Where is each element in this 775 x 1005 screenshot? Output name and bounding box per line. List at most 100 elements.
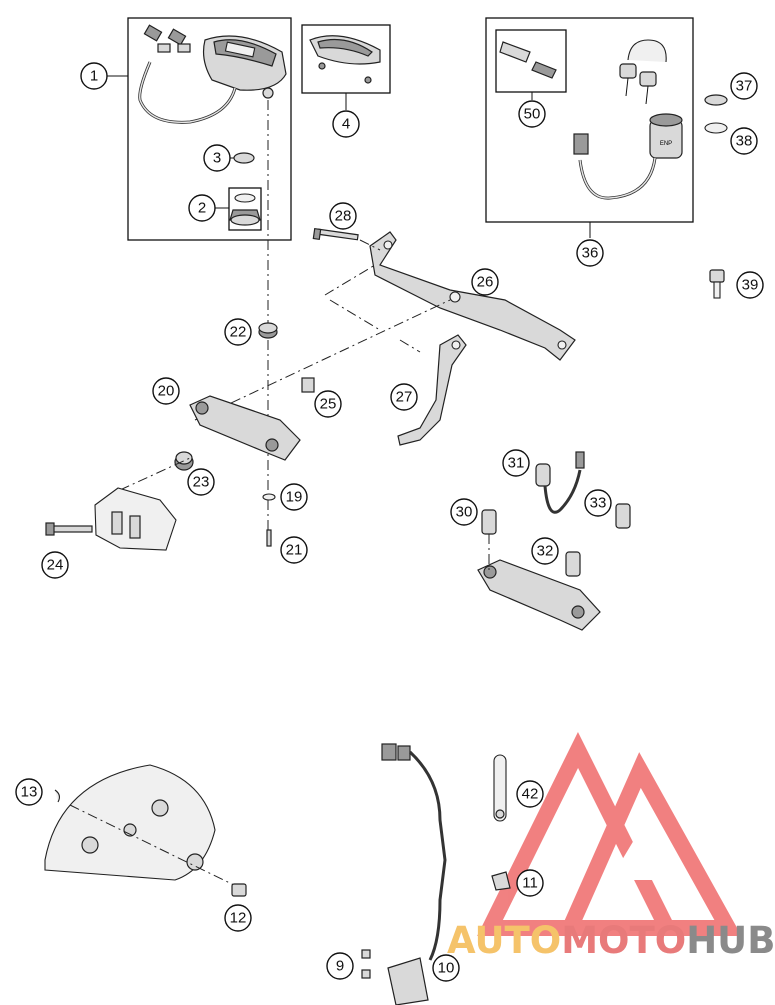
callout-label: 26 <box>477 274 494 291</box>
callout: 13 <box>15 778 43 806</box>
callout-label: 36 <box>582 245 599 262</box>
callout: 50 <box>518 100 546 128</box>
callout: 10 <box>432 954 460 982</box>
indicator-lamp-part[interactable] <box>535 451 585 514</box>
callout: 25 <box>314 390 342 418</box>
holder-plate-part[interactable] <box>189 395 301 461</box>
bolt-24-part[interactable] <box>49 525 93 533</box>
callout: 4 <box>332 110 360 138</box>
ignition-label: ENP <box>660 141 672 147</box>
callout: 37 <box>730 72 758 100</box>
washer-part[interactable] <box>704 122 728 134</box>
callout: 30 <box>450 498 478 526</box>
callout-label: 31 <box>508 455 525 472</box>
side-bracket-part[interactable] <box>397 334 467 446</box>
rubber-bushing-part[interactable] <box>174 451 194 471</box>
callout: 11 <box>516 869 544 897</box>
callout: 26 <box>471 268 499 296</box>
cable-strap-part[interactable] <box>493 754 507 822</box>
cap-part[interactable] <box>233 152 255 164</box>
plug-32-part[interactable] <box>565 551 581 577</box>
callout-label: 2 <box>198 200 206 217</box>
watermark-auto: AUTO <box>447 919 561 962</box>
callout-label: 10 <box>438 960 455 977</box>
screw-9b-part[interactable] <box>361 969 371 979</box>
callout: 21 <box>280 536 308 564</box>
watermark-hub: HUB <box>686 919 775 962</box>
ignition-switch-part[interactable]: ENP <box>573 113 683 200</box>
nut-part[interactable] <box>704 94 728 106</box>
plug-33-part[interactable] <box>615 503 631 529</box>
callout-label: 11 <box>522 875 538 892</box>
callout: 12 <box>224 904 252 932</box>
callout-label: 19 <box>286 489 303 506</box>
main-bracket-part[interactable] <box>369 231 576 361</box>
seal-kit-part[interactable] <box>228 187 262 231</box>
callout-label: 1 <box>90 68 98 85</box>
callout-label: 30 <box>456 504 473 521</box>
callout-label: 32 <box>537 543 554 560</box>
callout: 39 <box>736 271 764 299</box>
holder-plate-32-part[interactable] <box>477 559 601 631</box>
callout: 42 <box>516 780 544 808</box>
ignition-lock-group: ENP <box>485 17 728 299</box>
callout: 36 <box>576 239 604 267</box>
callout-label: 13 <box>21 784 38 801</box>
sensor-bolt-part[interactable] <box>231 883 247 897</box>
callout-label: 28 <box>335 208 352 225</box>
callout-label: 9 <box>336 958 344 975</box>
callout-label: 4 <box>342 116 350 133</box>
spare-key-part[interactable] <box>709 269 725 299</box>
callout: 38 <box>730 127 758 155</box>
watermark-text: AUTOMOTOHUB <box>447 919 775 962</box>
callout: 1 <box>80 62 108 90</box>
callout: 3 <box>203 144 231 172</box>
rubber-grommet-part[interactable] <box>258 322 278 339</box>
speed-sensor-cable-part[interactable] <box>381 743 447 1005</box>
spacer-part[interactable] <box>301 377 315 393</box>
mount-plate-part[interactable] <box>94 487 177 551</box>
plug-30-part[interactable] <box>481 509 497 535</box>
callout: 22 <box>224 318 252 346</box>
callout-label: 24 <box>47 557 64 574</box>
callout-label: 22 <box>230 324 247 341</box>
circlip-part[interactable] <box>54 789 61 803</box>
callout-label: 21 <box>286 542 303 559</box>
callout-label: 3 <box>213 150 221 167</box>
callout: 32 <box>531 537 559 565</box>
callout-label: 33 <box>590 495 607 512</box>
cluster-kit-group <box>107 17 292 540</box>
cable-clip-part[interactable] <box>491 871 511 891</box>
washer-19-part[interactable] <box>262 493 276 501</box>
watermark-moto: MOTO <box>561 919 686 962</box>
callout: 9 <box>326 952 354 980</box>
lock-cylinder-part[interactable] <box>499 41 531 63</box>
callout: 28 <box>329 202 357 230</box>
watermark-logo-icon <box>477 732 742 936</box>
callout-label: 38 <box>736 133 753 150</box>
callout-label: 27 <box>396 389 413 406</box>
callout-label: 39 <box>742 277 759 294</box>
svg-text:AUTOMOTOHUB: AUTOMOTOHUB <box>447 919 775 962</box>
callout: 33 <box>584 489 612 517</box>
callout: 20 <box>152 377 180 405</box>
callout-label: 20 <box>158 383 175 400</box>
keys-part[interactable] <box>619 39 667 105</box>
screw-part[interactable] <box>266 529 272 547</box>
screw-9a-part[interactable] <box>361 949 371 959</box>
cluster-harness-part[interactable] <box>138 24 237 124</box>
callout-label: 25 <box>320 396 337 413</box>
callout-label: 50 <box>524 106 541 123</box>
callout: 24 <box>41 551 69 579</box>
callout-label: 12 <box>230 910 247 927</box>
callout: 19 <box>280 483 308 511</box>
brake-disc-part[interactable] <box>44 764 216 881</box>
callout-label: 42 <box>522 786 539 803</box>
callout-label: 23 <box>193 474 210 491</box>
bolt-part[interactable] <box>312 227 359 241</box>
speedometer-part[interactable] <box>202 35 287 99</box>
cluster-cover-group <box>301 24 391 110</box>
callout: 23 <box>187 468 215 496</box>
